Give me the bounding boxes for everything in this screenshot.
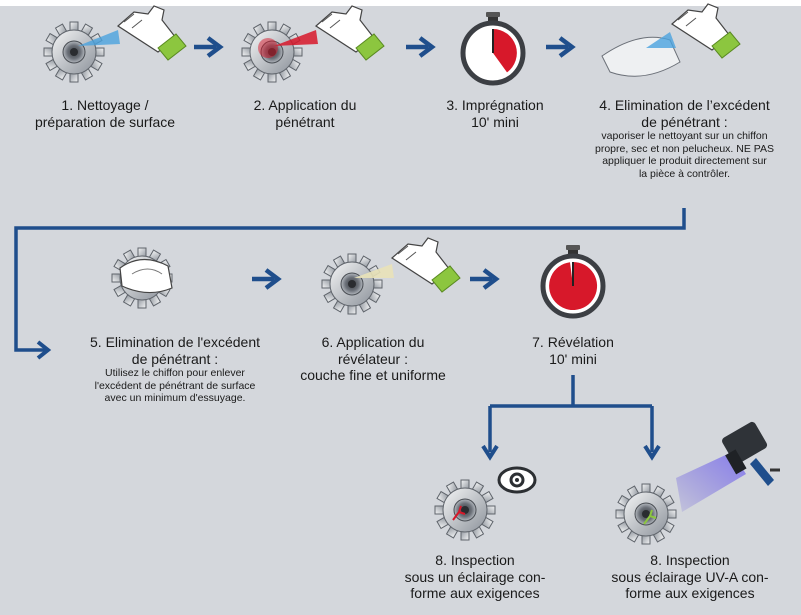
arrow-6-7 [470, 270, 496, 288]
gear-spray-developer-icon [321, 237, 461, 315]
gear-eye-inspection-icon [434, 466, 537, 541]
step-4-caption: 4. Elimination de l’excédent de pénétran… [572, 97, 797, 180]
arrow-5-6 [252, 270, 278, 288]
stopwatch-full-icon [543, 245, 603, 316]
step-5-subtitle: de pénétrant : [131, 350, 219, 367]
connector-4-5 [14, 208, 686, 360]
step-5-note-2: l'excédent de pénétrant de surface [94, 379, 256, 392]
uv-lamp-icon [722, 421, 780, 486]
step-7-title: 7. Révélation [532, 334, 614, 350]
step-1-subtitle: préparation de surface [34, 113, 176, 130]
step-3-title: 3. Imprégnation [446, 97, 544, 113]
step-5-note-3: avec un minimum d'essuyage. [104, 392, 246, 405]
step-4-note-3: appliquer le produit directement sur [602, 155, 767, 168]
step-3-caption: 3. Imprégnation 10' mini [420, 97, 570, 130]
step-3-duration: 10' mini [471, 113, 519, 130]
step-7-duration: 10' mini [549, 350, 597, 367]
gear-spray-blue-icon [43, 5, 187, 83]
gear-spray-red-icon [241, 5, 385, 83]
step-6-caption: 6. Application du révélateur : couche fi… [288, 334, 458, 384]
step-8b-detail-2: forme aux exigences [625, 585, 755, 602]
step-8b-detail-1: sous éclairage UV-A con- [611, 568, 769, 585]
step-8a-caption: 8. Inspection sous un éclairage con- for… [380, 552, 570, 602]
step-4-subtitle: de pénétrant : [641, 113, 728, 130]
branch-7-8 [481, 375, 661, 461]
step-6-title: 6. Application du [321, 334, 425, 350]
step-5-caption: 5. Elimination de l'excédent de pénétran… [60, 334, 290, 405]
eye-icon [497, 466, 537, 494]
step-5-note-1: Utilisez le chiffon pour enlever [105, 367, 245, 380]
step-1-title: 1. Nettoyage / [61, 97, 149, 113]
arrow-3-4 [546, 38, 572, 56]
step-1-caption: 1. Nettoyage / préparation de surface [20, 97, 190, 130]
step-2-caption: 2. Application du pénétrant [230, 97, 380, 130]
step-4-title: 4. Elimination de l’excédent [599, 97, 770, 113]
step-8a-detail-2: forme aux exigences [410, 585, 540, 602]
gear-uv-lamp-inspection-icon [615, 421, 780, 545]
arrow-2-3 [406, 38, 432, 56]
gear-wipe-icon [111, 247, 173, 309]
step-4-note-2: propre, sec et non pelucheux. NE PAS [595, 142, 774, 155]
top-strip [0, 0, 801, 6]
cloth-spray-icon [601, 3, 741, 77]
step-6-detail: couche fine et uniforme [300, 367, 446, 384]
step-4-note-4: la pièce à contrôler. [638, 167, 731, 180]
step-7-caption: 7. Révélation 10' mini [498, 334, 648, 367]
step-8a-title: 8. Inspection [435, 552, 515, 568]
arrow-1-2 [194, 38, 220, 56]
step-2-title: 2. Application du [253, 97, 357, 113]
step-6-subtitle: révélateur : [337, 350, 409, 367]
step-8b-title: 8. Inspection [650, 552, 730, 568]
step-2-subtitle: pénétrant [275, 113, 335, 130]
step-8a-detail-1: sous un éclairage con- [404, 568, 546, 585]
stopwatch-icon [463, 12, 523, 83]
step-4-note-1: vaporiser le nettoyant sur un chiffon [601, 130, 768, 143]
step-5-title: 5. Elimination de l'excédent [90, 334, 260, 350]
step-8b-caption: 8. Inspection sous éclairage UV-A con- f… [584, 552, 796, 602]
